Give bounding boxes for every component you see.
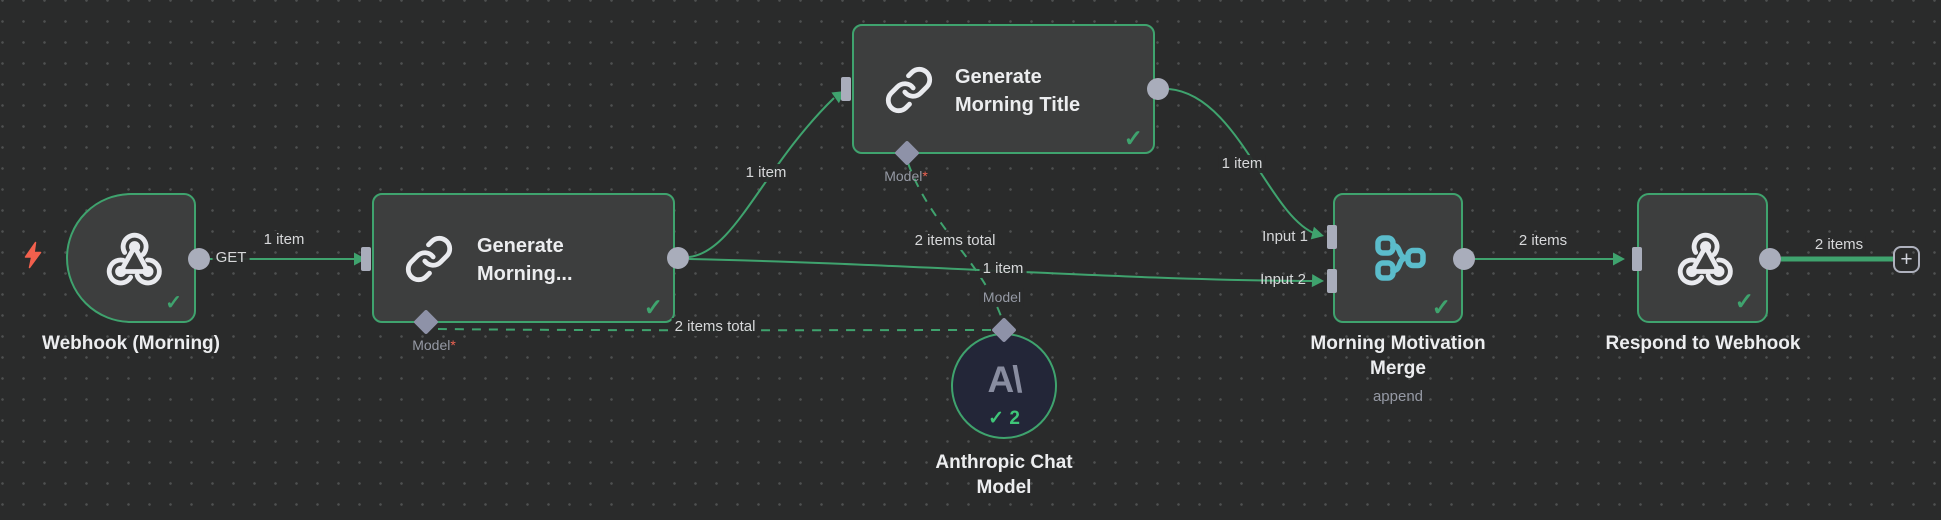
run-count-value: 2 — [1009, 408, 1020, 429]
edge-generate-to-title[interactable] — [688, 97, 835, 258]
node-morning-motivation-merge[interactable]: ✓ — [1333, 193, 1463, 323]
anthropic-logo: A\ — [987, 359, 1023, 400]
success-check-icon: ✓ — [643, 294, 663, 320]
edge-items-label: 1 item — [260, 231, 308, 249]
anthropic-model-port-label: Model — [979, 288, 1025, 306]
edge-items-label: 2 items — [1811, 236, 1867, 254]
respond-node-label: Respond to Webhook — [1605, 333, 1801, 354]
merge-icon — [1367, 227, 1429, 289]
node-generate-morning-title[interactable]: Generate Morning Title ✓ — [852, 24, 1155, 154]
edge-items-total-label: 2 items total — [911, 232, 999, 250]
node-respond-to-webhook[interactable]: ✓ — [1637, 193, 1768, 323]
generate-morning-title-line1: Generate — [477, 235, 564, 257]
success-check-icon: ✓ — [165, 292, 182, 314]
merge-input1-label: Input 1 — [1262, 228, 1308, 245]
merge-output-port[interactable] — [1453, 248, 1475, 270]
webhook-icon — [104, 230, 164, 290]
merge-node-label: Morning Motivation Merge append — [1268, 331, 1528, 409]
merge-input2-label: Input 2 — [1260, 271, 1306, 288]
edge-items-label: 1 item — [979, 260, 1027, 278]
success-check-icon: ✓ — [1123, 125, 1143, 151]
webhook-output-port[interactable] — [188, 248, 210, 270]
merge-mode-label: append — [1372, 388, 1424, 405]
generate-title-line1: Generate — [955, 66, 1042, 88]
node-webhook-morning[interactable]: ✓ — [66, 193, 196, 323]
generate-title-line2: Morning Title — [955, 94, 1081, 116]
node-generate-morning[interactable]: Generate Morning... ✓ — [372, 193, 675, 323]
add-node-button[interactable]: + — [1893, 246, 1920, 273]
required-asterisk: * — [922, 168, 928, 184]
edge-items-label: 2 items — [1515, 232, 1571, 250]
run-count: ✓ 2 — [953, 407, 1055, 430]
anthropic-node-label: Anthropic Chat Model — [935, 452, 1073, 498]
generate-morning-model-port-label: Model* — [412, 337, 456, 353]
merge-input1-port[interactable] — [1327, 225, 1337, 249]
respond-output-port[interactable] — [1759, 248, 1781, 270]
merge-input2-port[interactable] — [1327, 269, 1337, 293]
generate-morning-output-port[interactable] — [667, 247, 689, 269]
node-anthropic-chat-model[interactable]: A\ ✓ 2 — [951, 333, 1057, 439]
edge-items-label: 1 item — [742, 164, 790, 182]
webhook-node-label: Webhook (Morning) — [41, 333, 220, 354]
generate-title-model-port-label: Model* — [884, 168, 928, 184]
generate-title-input-port[interactable] — [841, 77, 851, 101]
edge-items-total-label: 2 items total — [671, 318, 759, 336]
respond-input-port[interactable] — [1632, 247, 1642, 271]
generate-morning-input-port[interactable] — [361, 247, 371, 271]
success-check-icon: ✓ — [1734, 288, 1754, 314]
generate-title-output-port[interactable] — [1147, 78, 1169, 100]
generate-morning-title-line2: Morning... — [477, 263, 573, 285]
link-icon — [882, 63, 936, 117]
lightning-trigger-icon[interactable] — [21, 241, 45, 269]
edge-items-label: 1 item — [1218, 155, 1266, 173]
plus-icon: + — [1900, 248, 1913, 271]
success-check-icon: ✓ — [1431, 294, 1451, 320]
webhook-output-method-label: GET — [212, 249, 250, 267]
success-check-icon: ✓ — [988, 408, 1005, 429]
webhook-icon — [1675, 230, 1735, 290]
arrowhead-merge-input1 — [1310, 226, 1324, 240]
required-asterisk: * — [450, 337, 456, 353]
link-icon — [402, 232, 456, 286]
